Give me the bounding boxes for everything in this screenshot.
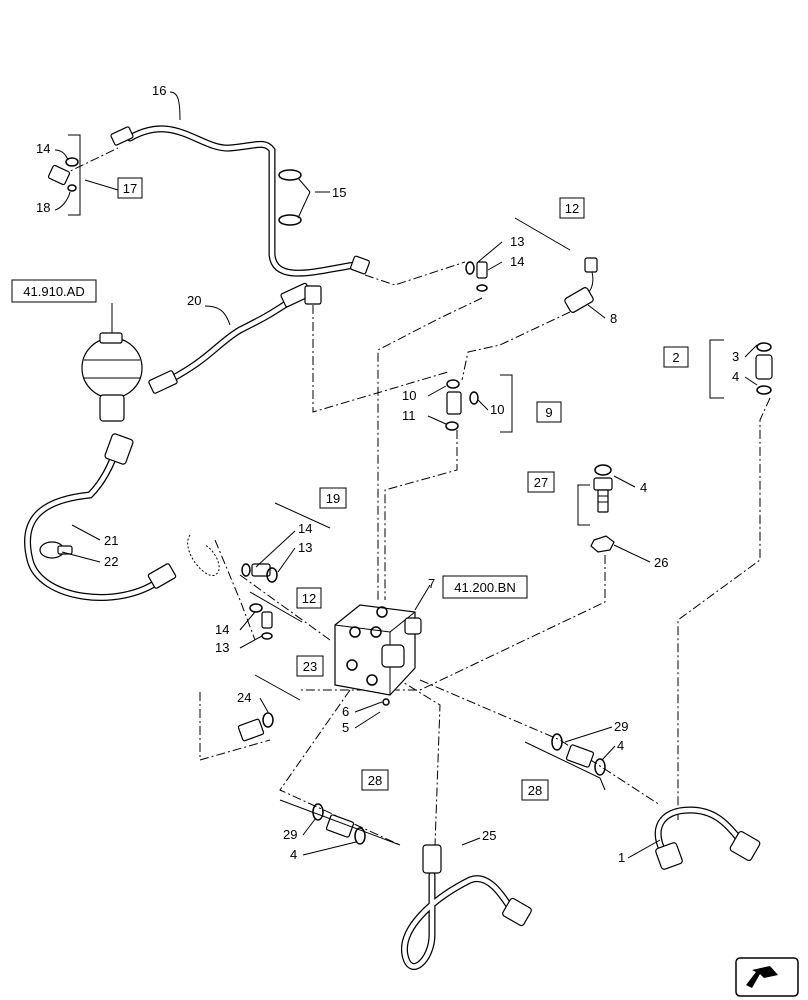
svg-text:2: 2 bbox=[672, 350, 679, 365]
callout-13: 13 bbox=[510, 234, 524, 249]
callout-29: 29 bbox=[614, 719, 628, 734]
callout-29: 29 bbox=[283, 827, 297, 842]
fitting-28-left[interactable] bbox=[312, 803, 366, 845]
kit-brackets bbox=[249, 217, 606, 846]
box-9[interactable]: 9 bbox=[536, 401, 562, 423]
svg-text:28: 28 bbox=[368, 773, 382, 788]
callout-8: 8 bbox=[610, 311, 617, 326]
box-12-upper[interactable]: 12 bbox=[559, 197, 585, 219]
hose-25[interactable] bbox=[400, 844, 532, 970]
arrow-icon bbox=[735, 957, 799, 997]
fitting-19[interactable] bbox=[241, 563, 278, 583]
callout-18: 18 bbox=[36, 200, 50, 215]
fitting-9[interactable] bbox=[445, 379, 479, 431]
plug-6[interactable] bbox=[382, 698, 390, 706]
hose-21[interactable] bbox=[24, 433, 177, 601]
callout-1: 1 bbox=[618, 850, 625, 865]
callout-14: 14 bbox=[298, 521, 312, 536]
callout-14: 14 bbox=[36, 141, 50, 156]
callout-6: 6 bbox=[342, 704, 349, 719]
callout-4: 4 bbox=[617, 738, 624, 753]
box-28-right[interactable]: 28 bbox=[521, 779, 549, 801]
connection-lines bbox=[59, 147, 771, 846]
hose-16[interactable] bbox=[110, 125, 370, 277]
svg-text:9: 9 bbox=[545, 405, 552, 420]
callout-3: 3 bbox=[732, 349, 739, 364]
nut-26[interactable] bbox=[590, 535, 615, 553]
box-12-lower[interactable]: 12 bbox=[296, 587, 322, 609]
reference-41-910-ad[interactable]: 41.910.AD bbox=[11, 279, 97, 303]
clamp-22[interactable] bbox=[39, 541, 73, 559]
valve-block-7[interactable] bbox=[334, 604, 422, 696]
tube-loop bbox=[187, 534, 220, 576]
box-19[interactable]: 19 bbox=[319, 487, 347, 509]
callout-11: 11 bbox=[402, 408, 416, 423]
callout-15: 15 bbox=[332, 185, 346, 200]
callout-22: 22 bbox=[104, 554, 118, 569]
callout-7: 7 bbox=[428, 576, 435, 591]
callout-25: 25 bbox=[482, 828, 496, 843]
fitting-12-lower[interactable] bbox=[249, 603, 273, 640]
o-rings-15 bbox=[278, 169, 302, 226]
callout-24: 24 bbox=[237, 690, 251, 705]
callout-21: 21 bbox=[104, 533, 118, 548]
callout-26: 26 bbox=[654, 555, 668, 570]
sensor-8[interactable] bbox=[564, 257, 598, 313]
box-28-left[interactable]: 28 bbox=[361, 769, 389, 791]
callout-10: 10 bbox=[490, 402, 504, 417]
fitting-2[interactable] bbox=[755, 342, 773, 395]
callout-20: 20 bbox=[187, 293, 201, 308]
callout-4: 4 bbox=[640, 480, 647, 495]
leader-lines bbox=[54, 91, 758, 859]
svg-text:17: 17 bbox=[123, 181, 137, 196]
fitting-23[interactable] bbox=[237, 712, 274, 742]
hose-1[interactable] bbox=[654, 806, 761, 870]
svg-text:27: 27 bbox=[534, 475, 548, 490]
svg-text:28: 28 bbox=[528, 783, 542, 798]
svg-text:41.200.BN: 41.200.BN bbox=[454, 580, 515, 595]
callout-13: 13 bbox=[298, 540, 312, 555]
box-17[interactable]: 17 bbox=[117, 177, 143, 199]
box-2[interactable]: 2 bbox=[663, 346, 689, 368]
callout-4: 4 bbox=[732, 369, 739, 384]
callout-4: 4 bbox=[290, 847, 297, 862]
fitting-28-right[interactable] bbox=[551, 733, 606, 776]
reference-41-200-bn[interactable]: 41.200.BN bbox=[442, 575, 528, 599]
box-27[interactable]: 27 bbox=[527, 471, 555, 493]
svg-text:41.910.AD: 41.910.AD bbox=[23, 284, 84, 299]
switch-27[interactable] bbox=[593, 464, 613, 513]
hose-20[interactable] bbox=[148, 282, 322, 394]
svg-text:23: 23 bbox=[303, 659, 317, 674]
box-23[interactable]: 23 bbox=[296, 655, 324, 677]
svg-text:12: 12 bbox=[565, 201, 579, 216]
callout-numbers: 16 14 18 15 13 14 20 8 3 4 10 11 10 4 21… bbox=[36, 83, 739, 865]
svg-text:19: 19 bbox=[326, 491, 340, 506]
callout-14: 14 bbox=[510, 254, 524, 269]
fitting-17[interactable] bbox=[47, 157, 79, 192]
callout-14: 14 bbox=[215, 622, 229, 637]
callout-13: 13 bbox=[215, 640, 229, 655]
callout-16: 16 bbox=[152, 83, 166, 98]
accumulator[interactable] bbox=[81, 332, 143, 422]
svg-text:12: 12 bbox=[302, 591, 316, 606]
callout-10: 10 bbox=[402, 388, 416, 403]
fitting-12-upper[interactable] bbox=[465, 261, 488, 292]
callout-5: 5 bbox=[342, 720, 349, 735]
